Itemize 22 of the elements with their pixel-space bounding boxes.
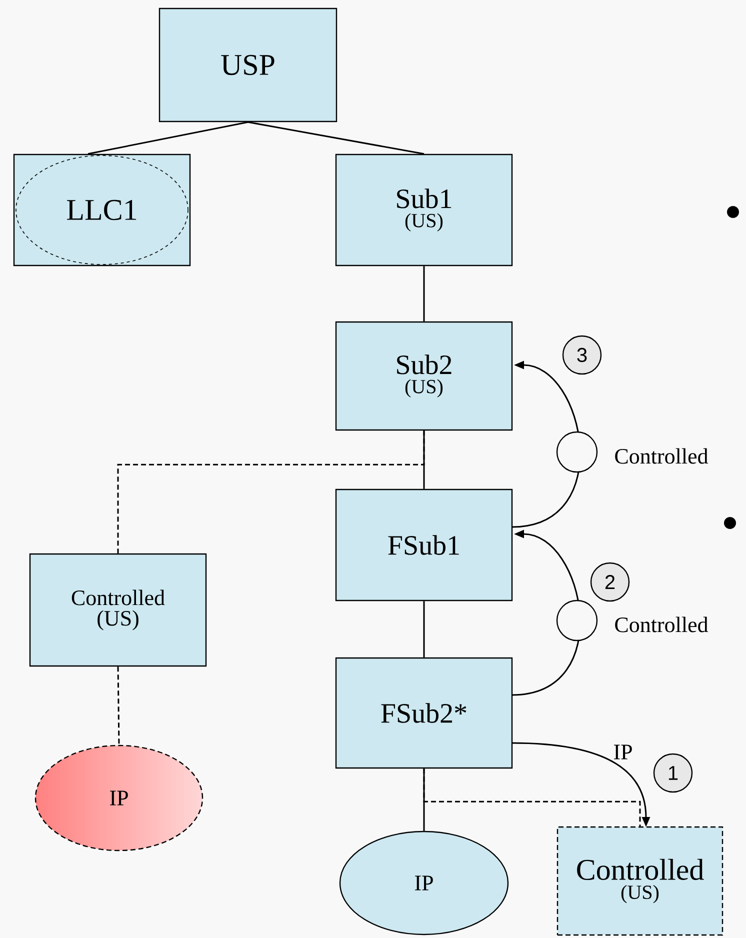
entity-box: FSub1 xyxy=(335,488,513,602)
dashed-connector xyxy=(117,666,120,745)
entity-box: FSub2* xyxy=(335,657,513,769)
dashed-connector xyxy=(423,768,641,826)
connector-line xyxy=(423,601,425,658)
entity-box: USP xyxy=(158,8,338,122)
callout-number: 1 xyxy=(653,753,693,793)
entity-box: Sub2 (US) xyxy=(335,321,513,431)
connector-line xyxy=(423,266,425,322)
connector-line xyxy=(248,121,424,155)
entity-box: Controlled (US) xyxy=(29,553,207,667)
callout-number: 3 xyxy=(562,335,602,375)
entity-box: LLC1 xyxy=(13,154,191,266)
dashed-box: Controlled (US) xyxy=(556,826,724,936)
ellipse-node: IP xyxy=(339,830,509,936)
edge-label: Controlled xyxy=(613,447,710,465)
callout-number: 2 xyxy=(590,562,630,602)
entity-box: Sub1 (US) xyxy=(335,154,513,266)
dashed-connector xyxy=(117,430,425,554)
edge-label: IP xyxy=(612,744,634,760)
connector-line xyxy=(88,121,248,155)
edge-label: Controlled xyxy=(613,616,710,634)
